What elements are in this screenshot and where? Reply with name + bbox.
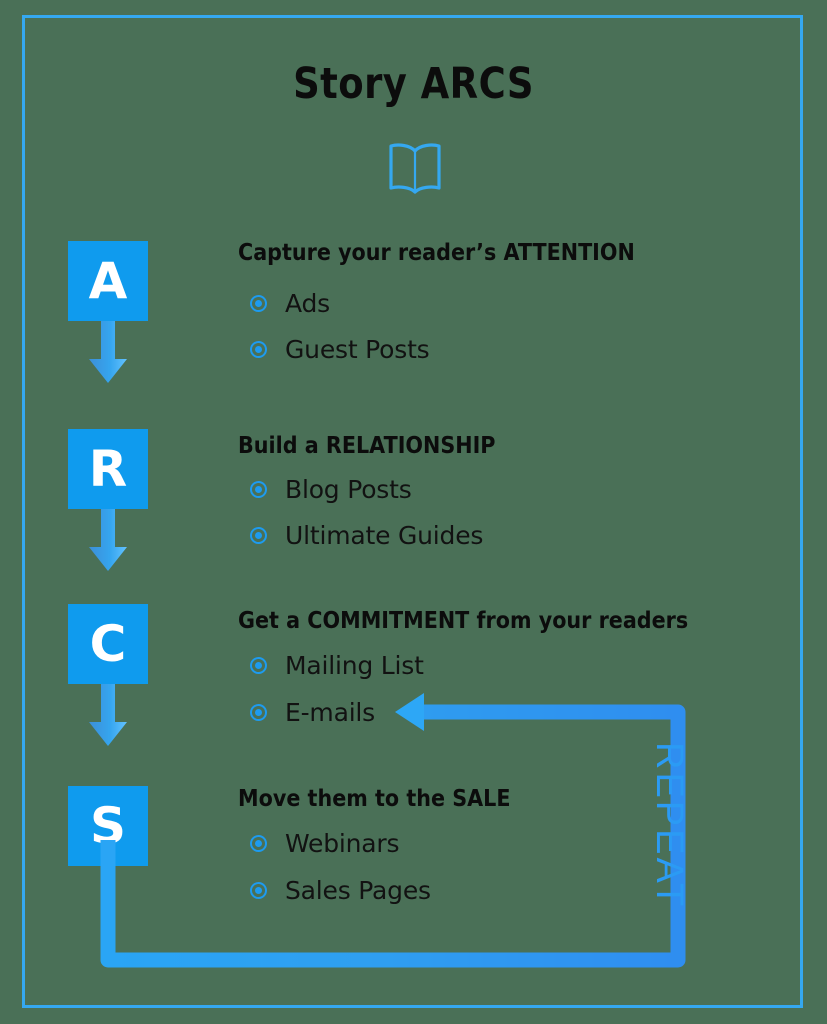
list-item-label: Blog Posts: [285, 475, 412, 504]
bullet-icon: [250, 704, 267, 721]
list-item: Blog Posts: [250, 475, 412, 504]
bullet-icon: [250, 295, 267, 312]
flow-arrow-r: [86, 509, 130, 573]
page-title: Story ARCS: [293, 59, 534, 109]
bullet-icon: [250, 882, 267, 899]
list-item-label: Webinars: [285, 829, 400, 858]
repeat-loop-arrow: [0, 640, 827, 1000]
list-item-label: Mailing List: [285, 651, 424, 680]
step-letter-badge-c: C: [68, 604, 148, 684]
bullet-icon: [250, 657, 267, 674]
flow-arrow-c: [86, 684, 130, 748]
list-item-label: E-mails: [285, 698, 376, 727]
flow-arrow-a: [86, 321, 130, 385]
list-item: E-mails: [250, 698, 375, 727]
list-item: Sales Pages: [250, 876, 431, 905]
open-book-icon: [386, 142, 444, 194]
step-heading-s: Move them to the SALE: [238, 786, 511, 812]
step-heading-c: Get a COMMITMENT from your readers: [238, 608, 689, 634]
bullet-icon: [250, 341, 267, 358]
repeat-label: REPEAT: [648, 742, 690, 910]
step-letter-badge-r: R: [68, 429, 148, 509]
bullet-icon: [250, 481, 267, 498]
list-item-label: Ultimate Guides: [285, 521, 484, 550]
bullet-icon: [250, 835, 267, 852]
step-letter-badge-a: A: [68, 241, 148, 321]
step-letter-badge-s: S: [68, 786, 148, 866]
step-heading-a: Capture your reader’s ATTENTION: [238, 240, 635, 266]
list-item: Ads: [250, 289, 330, 318]
list-item: Webinars: [250, 829, 400, 858]
bullet-icon: [250, 527, 267, 544]
list-item: Ultimate Guides: [250, 521, 483, 550]
list-item-label: Sales Pages: [285, 876, 431, 905]
list-item-label: Ads: [285, 289, 330, 318]
list-item: Mailing List: [250, 651, 424, 680]
list-item-label: Guest Posts: [285, 335, 430, 364]
list-item: Guest Posts: [250, 335, 430, 364]
step-heading-r: Build a RELATIONSHIP: [238, 433, 496, 459]
